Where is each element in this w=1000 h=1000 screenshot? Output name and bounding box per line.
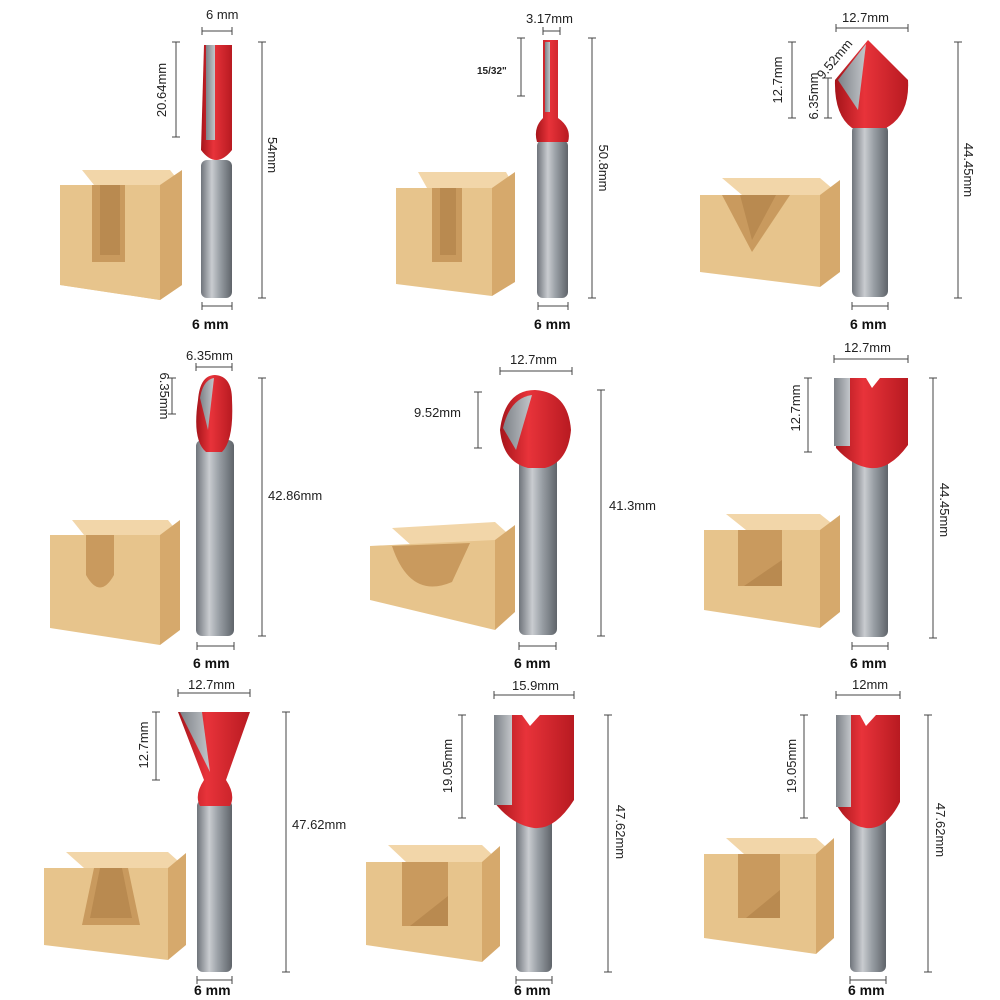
router-bit	[836, 715, 900, 972]
bit-cell-straight-3.17mm: 3.17mm 15/32" 50.8mm 6 mm	[396, 11, 611, 332]
shank-diameter-label: 6 mm	[850, 316, 887, 332]
dimension-lines	[172, 27, 266, 310]
dimension-lines	[804, 355, 937, 650]
total-length-label: 47.62mm	[613, 805, 628, 859]
cut-height-label: 12.7mm	[136, 722, 151, 769]
router-bit	[178, 712, 250, 972]
total-length-label: 54mm	[265, 137, 280, 173]
bit-cell-dovetail: 12.7mm 12.7mm 47.62mm 6 mm	[44, 677, 346, 998]
width-label: 12mm	[852, 677, 888, 692]
bit-cell-straight-15.9mm: 15.9mm 19.05mm 47.62mm 6 mm	[366, 678, 628, 998]
total-length-label: 42.86mm	[268, 488, 322, 503]
width-label: 12.7mm	[844, 340, 891, 355]
width-label: 6.35mm	[186, 348, 233, 363]
bit-cell-core-box-6.35mm: 6.35mm 6.35mm 42.86mm 6 mm	[50, 348, 322, 671]
router-bit	[834, 40, 909, 297]
shank-diameter-label: 6 mm	[193, 655, 230, 671]
dimension-lines	[458, 691, 612, 984]
router-bit	[535, 40, 569, 298]
shank-diameter-label: 6 mm	[514, 655, 551, 671]
wood-block	[366, 845, 500, 962]
cut-height-label: 15/32"	[477, 66, 507, 77]
wood-block	[60, 170, 182, 300]
width-label: 12.7mm	[510, 352, 557, 367]
total-length-label: 50.8mm	[596, 145, 611, 192]
shank-diameter-label: 6 mm	[194, 982, 231, 998]
total-length-label: 41.3mm	[609, 498, 656, 513]
router-bit	[834, 378, 908, 637]
shank-diameter-label: 6 mm	[192, 316, 229, 332]
total-length-label: 47.62mm	[933, 803, 948, 857]
cut-height-label: 19.05mm	[440, 739, 455, 793]
dimension-lines	[517, 27, 596, 310]
total-length-label: 44.45mm	[937, 483, 952, 537]
total-length-label: 47.62mm	[292, 817, 346, 832]
shank-diameter-label: 6 mm	[514, 982, 551, 998]
width-label: 15.9mm	[512, 678, 559, 693]
router-bit	[500, 390, 571, 635]
wood-block	[370, 522, 515, 630]
cut-height-label: 19.05mm	[784, 739, 799, 793]
cut-height-label: 12.7mm	[788, 385, 803, 432]
router-bit	[196, 375, 234, 636]
width-label: 12.7mm	[842, 10, 889, 25]
wood-block	[704, 514, 840, 628]
dimension-lines	[168, 363, 266, 650]
width-label: 3.17mm	[526, 11, 573, 26]
wood-block	[44, 852, 186, 960]
cut-height-label: 6.35mm	[157, 373, 172, 420]
bit-cell-round-nose-12.7mm: 12.7mm 9.52mm 41.3mm 6 mm	[370, 352, 656, 671]
wood-block	[50, 520, 180, 645]
shank-diameter-label: 6 mm	[534, 316, 571, 332]
width-label: 6 mm	[206, 7, 239, 22]
bit-cell-straight-6mm: 6 mm 20.64mm 54mm 6 mm	[60, 7, 280, 332]
dimension-lines	[800, 691, 932, 984]
total-length-label: 44.45mm	[961, 143, 976, 197]
dimension-lines	[474, 367, 605, 650]
dimension-lines	[152, 689, 290, 984]
shank-diameter-label: 6 mm	[850, 655, 887, 671]
width-label: 12.7mm	[188, 677, 235, 692]
router-bit	[494, 715, 574, 972]
wood-block	[704, 838, 834, 954]
cut-height-label: 9.52mm	[414, 405, 461, 420]
bit-cell-mortise-12.7mm: 12.7mm 12.7mm 44.45mm 6 mm	[704, 340, 952, 671]
bit-cell-straight-12mm: 12mm 19.05mm 47.62mm 6 mm	[704, 677, 948, 998]
cut-height-label: 12.7mm	[770, 57, 785, 104]
height-label-6.35mm: 6.35mm	[806, 73, 821, 120]
wood-block	[700, 178, 840, 287]
dimension-lines	[788, 24, 962, 310]
wood-block	[396, 172, 515, 296]
shank-diameter-label: 6 mm	[848, 982, 885, 998]
router-bit	[201, 45, 232, 298]
cut-height-label: 20.64mm	[154, 63, 169, 117]
bit-cell-v-groove: 12.7mm 12.7mm 9.52mm 6.35mm 44.45mm 6 mm	[700, 10, 976, 332]
